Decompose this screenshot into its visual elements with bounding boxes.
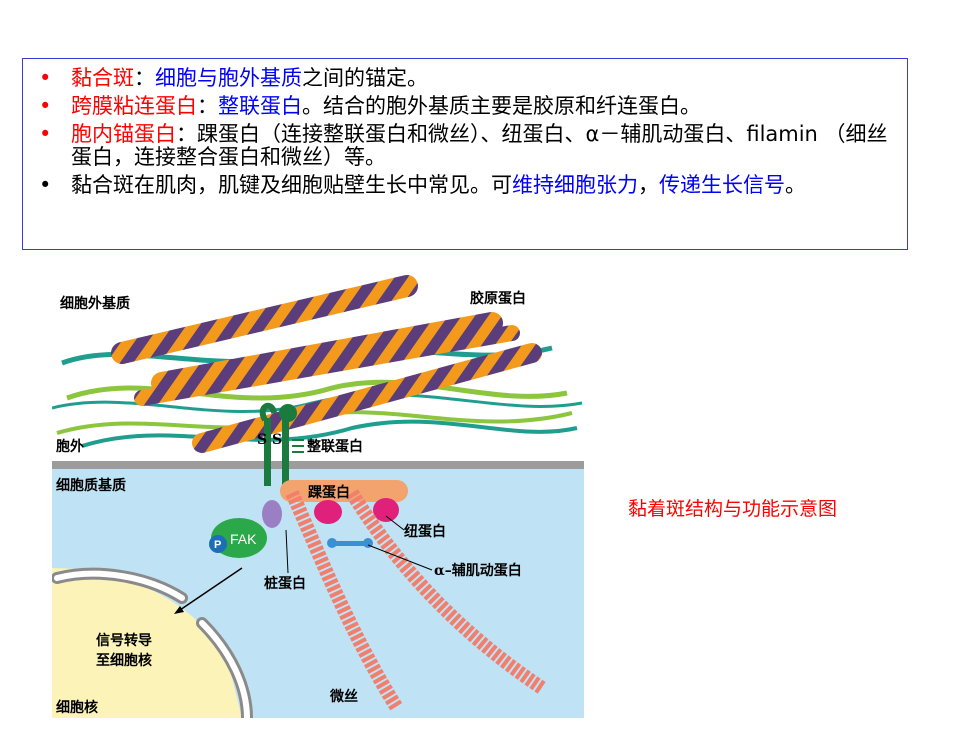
bullet-list: •黏合斑：细胞与胞外基质之间的锚定。•跨膜粘连蛋白：整联蛋白。结合的胞外基质主要… xyxy=(35,67,897,197)
ecm-fiber xyxy=(66,379,568,401)
diagram-svg: 细胞外基质 胶原蛋白 胞外 整联蛋白 S S 细胞质基质 踝蛋白 FAK P 纽… xyxy=(52,268,584,718)
bullet-text-segment: 。 xyxy=(785,173,806,197)
bullet-text-segment: 之间的锚定。 xyxy=(302,66,428,90)
actin-filament xyxy=(285,490,403,712)
label-integrin: 整联蛋白 xyxy=(306,438,363,455)
text-box: •黏合斑：细胞与胞外基质之间的锚定。•跨膜粘连蛋白：整联蛋白。结合的胞外基质主要… xyxy=(22,58,908,250)
actinin-leader xyxy=(367,544,433,571)
alpha-actinin xyxy=(327,538,373,548)
label-microfilament: 微丝 xyxy=(329,688,358,705)
bullet-text-segment: 跨膜粘连蛋白 xyxy=(71,94,197,118)
integrin xyxy=(259,402,304,486)
collagen-fiber xyxy=(192,343,542,453)
bullet-text-segment: 黏合斑在肌肉，肌键及细胞贴壁生长中常见。可 xyxy=(71,173,512,197)
collagen-fiber xyxy=(151,312,503,394)
integrin-beta xyxy=(282,418,289,486)
vinculin xyxy=(314,500,342,524)
integrin-head xyxy=(259,402,277,422)
label-collagen: 胶原蛋白 xyxy=(470,290,526,307)
label-actinin: α–辅肌动蛋白 xyxy=(434,562,522,579)
label-nucleus: 细胞核 xyxy=(56,699,98,716)
bullet-text-segment: 传递生长信号 xyxy=(659,173,785,197)
bullet-item: • 黏合斑：细胞与胞外基质之间的锚定。 xyxy=(35,67,897,90)
bullet-item: • 胞内锚蛋白：踝蛋白（连接整联蛋白和微丝）、纽蛋白、α－辅肌动蛋白、filami… xyxy=(35,123,897,169)
bullet-text-segment: ： xyxy=(134,66,155,90)
vinculin-leader xyxy=(385,515,405,531)
bullet-text-segment: ：踝蛋白（连接整联蛋白和微丝）、纽蛋白、α－辅肌动蛋白、filamin （细丝蛋… xyxy=(71,122,888,169)
collagen-fibers xyxy=(111,275,542,453)
ecm-fiber xyxy=(81,419,578,448)
bullet-text-segment: 胞内锚蛋白 xyxy=(71,122,176,146)
nuclear-envelope-2-inner xyxy=(199,620,250,718)
bullet-item: • 跨膜粘连蛋白：整联蛋白。结合的胞外基质主要是胶原和纤连蛋白。 xyxy=(35,95,897,118)
nuclear-envelope-1-inner xyxy=(54,570,185,601)
bullet-marker: • xyxy=(39,173,52,197)
bullet-text-segment: ， xyxy=(638,173,659,197)
integrin-alpha xyxy=(264,418,271,486)
bullet-marker: • xyxy=(39,122,52,146)
label-paxillin: 桩蛋白 xyxy=(264,575,306,592)
integrin-head xyxy=(279,404,297,422)
phosphate xyxy=(209,535,227,553)
bullet-text-segment: 。结合的胞外基质主要是胶原和纤连蛋白。 xyxy=(302,94,701,118)
bullet-text-segment: 细胞与胞外基质 xyxy=(155,66,302,90)
bullet-text-segment: 整联蛋白 xyxy=(218,94,302,118)
label-signal-2: 至细胞核 xyxy=(96,652,152,669)
actin-filaments xyxy=(285,489,546,712)
bullet-item: • 黏合斑在肌肉，肌键及细胞贴壁生长中常见。可维持细胞张力，传递生长信号。 xyxy=(35,174,897,197)
paxillin xyxy=(262,500,282,528)
label-fak: FAK xyxy=(230,531,257,547)
cell-membrane xyxy=(52,461,584,469)
label-signal-1: 信号转导 xyxy=(96,632,152,649)
diagram-caption: 黏着斑结构与功能示意图 xyxy=(628,498,838,520)
collagen-fiber xyxy=(134,325,520,406)
label-ss: S S xyxy=(257,432,282,448)
label-talin: 踝蛋白 xyxy=(308,484,350,501)
label-outside: 胞外 xyxy=(55,438,84,455)
label-p: P xyxy=(214,539,221,551)
bullet-marker: • xyxy=(39,66,52,90)
bullet-text-segment: ： xyxy=(197,94,218,118)
paxillin-leader xyxy=(285,529,289,574)
label-cytoplasm: 细胞质基质 xyxy=(56,477,126,494)
bullet-marker: • xyxy=(39,94,52,118)
nucleus-area xyxy=(52,568,242,718)
focal-adhesion-diagram: 细胞外基质 胶原蛋白 胞外 整联蛋白 S S 细胞质基质 踝蛋白 FAK P 纽… xyxy=(52,268,584,718)
signal-arrow xyxy=(179,567,243,611)
label-ecm: 细胞外基质 xyxy=(60,295,130,312)
vinculin xyxy=(373,498,399,522)
talin xyxy=(280,480,408,502)
collagen-fiber xyxy=(111,275,418,364)
bullet-text-segment: 黏合斑 xyxy=(71,66,134,90)
bullet-text-segment: 维持细胞张力 xyxy=(512,173,638,197)
label-vinculin: 纽蛋白 xyxy=(404,523,446,540)
signal-arrowhead xyxy=(174,606,184,614)
